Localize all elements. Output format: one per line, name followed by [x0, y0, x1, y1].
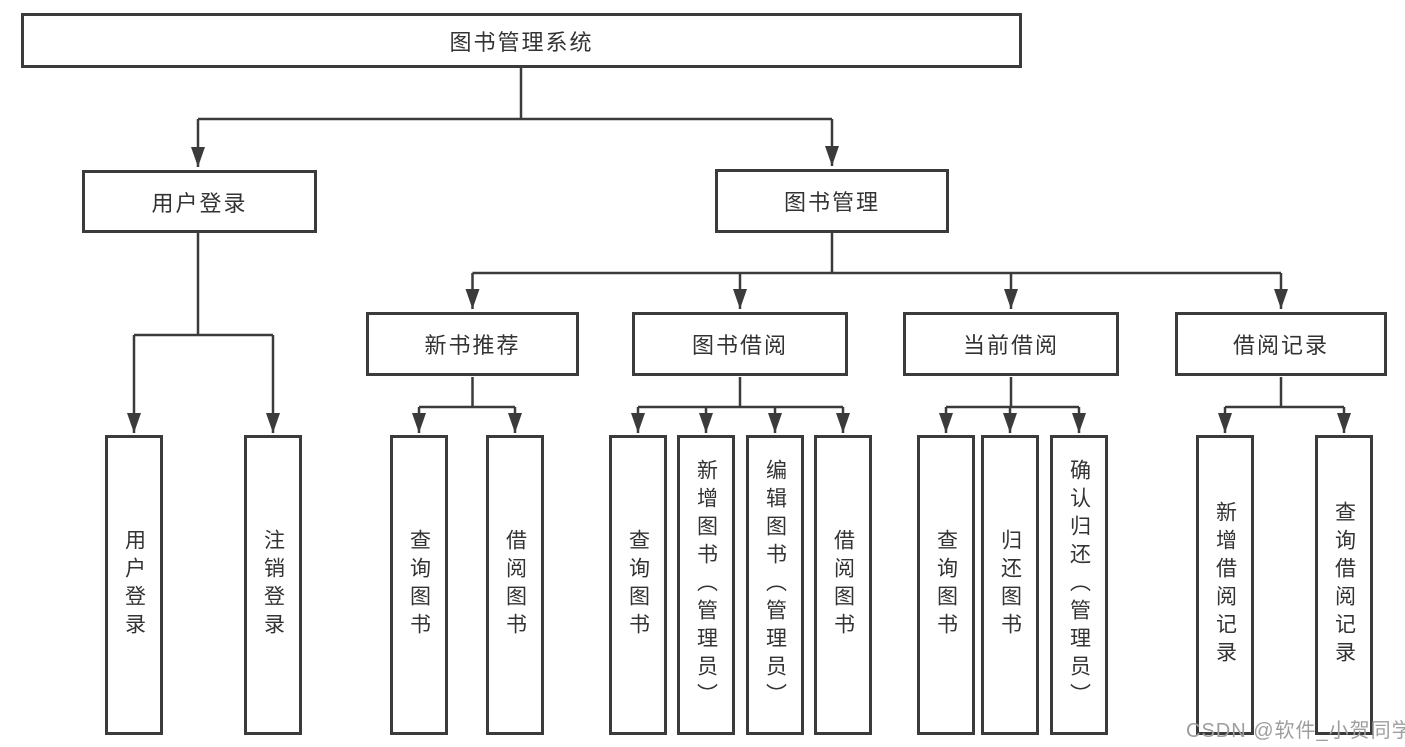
- node-current-borrow: 当前借阅: [903, 312, 1119, 376]
- node-label: 用户登录: [151, 190, 248, 216]
- node-label: 借阅记录: [1232, 333, 1329, 358]
- node-library-system: 图书管理系统: [21, 13, 1022, 68]
- node-label: 新书推荐: [424, 333, 521, 358]
- node-label: 图书借阅: [691, 333, 788, 358]
- node-label: 归还图书: [998, 529, 1022, 641]
- csdn-watermark: CSDN @软件_小贺同学: [1186, 720, 1405, 742]
- node-label: 当前借阅: [962, 333, 1059, 358]
- node-label: 查询图书: [626, 529, 650, 641]
- node-borrow-records: 借阅记录: [1175, 312, 1387, 376]
- node-label: 确认归还（管理员）: [1067, 459, 1091, 711]
- node-leaf-edit-books-admin: 编辑图书（管理员）: [746, 435, 804, 735]
- node-leaf-logout: 注销登录: [244, 435, 302, 735]
- node-new-book-recommend: 新书推荐: [366, 312, 579, 376]
- node-leaf-borrow-books-recommend: 借阅图书: [486, 435, 544, 735]
- node-leaf-user-login: 用户登录: [105, 435, 163, 735]
- node-label: 编辑图书（管理员）: [763, 459, 787, 711]
- node-label: 注销登录: [261, 529, 285, 641]
- node-book-borrow: 图书借阅: [632, 312, 848, 376]
- node-leaf-return-books: 归还图书: [981, 435, 1039, 735]
- node-label: 查询图书: [407, 529, 431, 641]
- node-leaf-query-books-recommend: 查询图书: [390, 435, 448, 735]
- node-leaf-borrow-books: 借阅图书: [814, 435, 872, 735]
- node-label: 借阅图书: [831, 529, 855, 641]
- node-leaf-query-books-borrow: 查询图书: [609, 435, 667, 735]
- node-leaf-query-borrow-record: 查询借阅记录: [1315, 435, 1373, 735]
- node-label: 图书管理: [783, 190, 880, 215]
- node-book-management: 图书管理: [715, 169, 949, 233]
- node-label: 新增图书（管理员）: [694, 459, 718, 711]
- node-label: 借阅图书: [503, 529, 527, 641]
- node-leaf-confirm-return-admin: 确认归还（管理员）: [1050, 435, 1108, 735]
- node-label: 用户登录: [122, 529, 146, 641]
- node-leaf-add-borrow-record: 新增借阅记录: [1196, 435, 1254, 735]
- node-user-login: 用户登录: [82, 170, 317, 233]
- node-leaf-add-books-admin: 新增图书（管理员）: [677, 435, 735, 735]
- node-label: 图书管理系统: [449, 29, 594, 55]
- node-leaf-query-books-current: 查询图书: [917, 435, 975, 735]
- node-label: 查询借阅记录: [1332, 501, 1356, 669]
- node-label: 查询图书: [934, 529, 958, 641]
- node-label: 新增借阅记录: [1213, 501, 1237, 669]
